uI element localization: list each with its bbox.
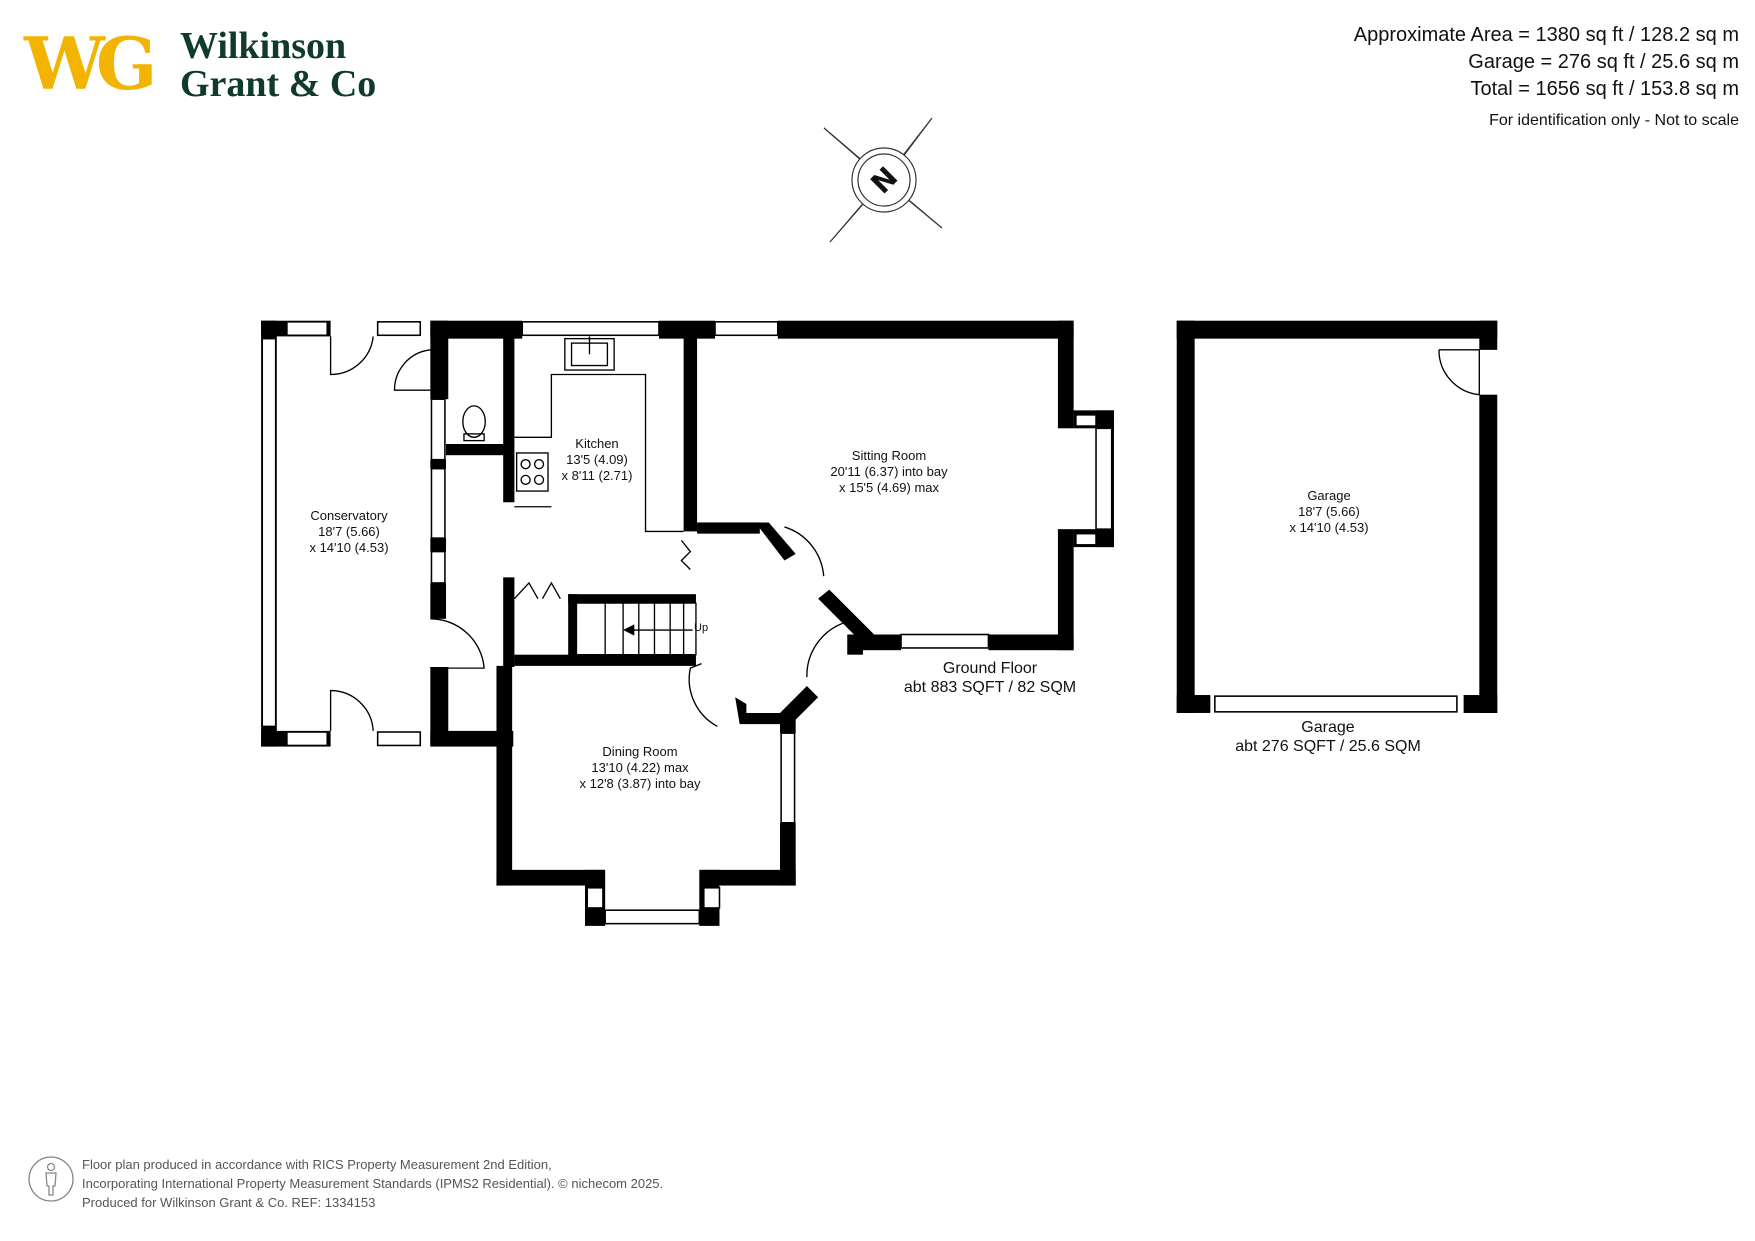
room-name: Sitting Room	[851, 448, 927, 463]
stairs-up-label: Up	[694, 622, 709, 634]
area-summary: Approximate Area = 1380 sq ft / 128.2 sq…	[1354, 22, 1739, 134]
room-name: Kitchen	[575, 436, 619, 451]
floor-name: Ground Floor	[942, 660, 1038, 677]
person-icon	[28, 1156, 74, 1202]
room-dimension: 18'7 (5.66)	[318, 524, 380, 539]
company-logo: WG Wilkinson Grant & Co	[24, 26, 384, 106]
floor-label-ground: Ground Floor abt 883 SQFT / 82 SQM	[904, 659, 1076, 697]
room-label-kitchen: Kitchen 13'5 (4.09) x 8'11 (2.71)	[562, 436, 633, 484]
room-label-sitting-room: Sitting Room 20'11 (6.37) into bay x 15'…	[830, 448, 947, 496]
footer: Floor plan produced in accordance with R…	[27, 1155, 767, 1215]
scale-note: For identification only - Not to scale	[1489, 112, 1739, 129]
room-name: Garage	[1307, 488, 1351, 503]
garage-area: Garage = 276 sq ft / 25.6 sq m	[1468, 51, 1739, 73]
floor-area: abt 276 SQFT / 25.6 SQM	[1235, 738, 1421, 755]
room-dimension: 18'7 (5.66)	[1298, 504, 1360, 519]
total-area: Total = 1656 sq ft / 153.8 sq m	[1470, 78, 1740, 100]
footer-line: Produced for Wilkinson Grant & Co. REF: …	[82, 1195, 376, 1210]
room-label-garage: Garage 18'7 (5.66) x 14'10 (4.53)	[1289, 488, 1368, 536]
approximate-area: Approximate Area = 1380 sq ft / 128.2 sq…	[1353, 24, 1739, 46]
room-label-dining-room: Dining Room 13'10 (4.22) max x 12'8 (3.8…	[580, 744, 701, 792]
floor-name: Garage	[1301, 719, 1355, 736]
floor-area: abt 883 SQFT / 82 SQM	[903, 679, 1077, 696]
room-dimension: x 14'10 (4.53)	[1289, 520, 1369, 535]
logo-name-line1: Wilkinson	[180, 25, 347, 67]
footer-text: Floor plan produced in accordance with R…	[82, 1155, 663, 1212]
room-dimension: 13'5 (4.09)	[566, 452, 628, 467]
room-dimension: 13'10 (4.22) max	[591, 760, 689, 775]
room-name: Dining Room	[602, 744, 678, 759]
room-dimension: 20'11 (6.37) into bay	[830, 464, 948, 479]
footer-line: Floor plan produced in accordance with R…	[82, 1157, 552, 1172]
room-name: Conservatory	[310, 508, 388, 523]
footer-line: Incorporating International Property Mea…	[82, 1176, 664, 1191]
logo-name-line2: Grant & Co	[180, 63, 377, 105]
compass-rose-icon: N	[823, 117, 943, 243]
floor-label-garage: Garage abt 276 SQFT / 25.6 SQM	[1235, 718, 1421, 756]
room-label-conservatory: Conservatory 18'7 (5.66) x 14'10 (4.53)	[309, 508, 388, 556]
room-dimension: x 12'8 (3.87) into bay	[579, 776, 701, 791]
room-dimension: x 8'11 (2.71)	[561, 468, 633, 483]
logo-monogram: WG	[24, 21, 157, 106]
room-dimension: x 15'5 (4.69) max	[838, 480, 940, 495]
room-dimension: x 14'10 (4.53)	[309, 540, 389, 555]
